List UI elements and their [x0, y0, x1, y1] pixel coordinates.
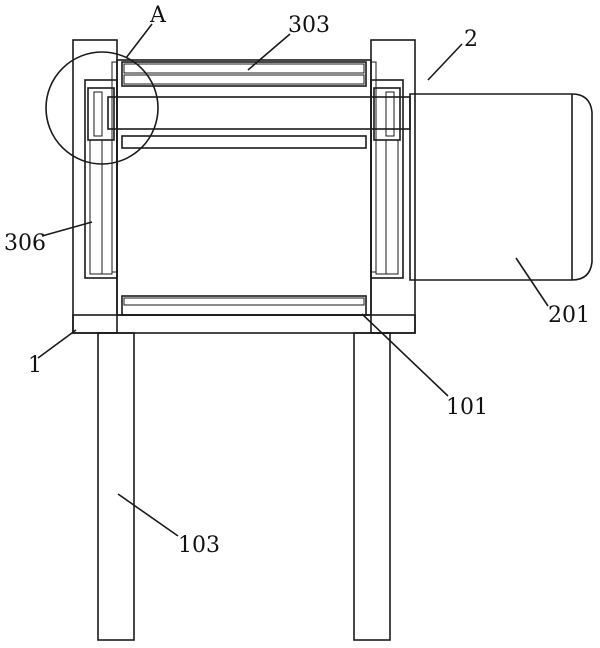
leader-103 — [117, 493, 179, 537]
left-leg — [97, 332, 135, 641]
right-leg — [353, 332, 391, 641]
top-roller-dots — [123, 63, 365, 74]
frame-cavity — [116, 59, 372, 316]
leader-2 — [427, 43, 463, 81]
reference-labels: A 303 2 306 201 1 101 103 — [4, 3, 590, 558]
motor-housing — [409, 93, 593, 281]
left-slider-core — [93, 91, 103, 137]
left-spring-inner — [101, 139, 113, 275]
frame-left-wall — [72, 39, 118, 334]
motor-body — [409, 93, 593, 281]
springs — [89, 139, 399, 275]
top-roller-hatch — [123, 74, 365, 85]
right-slider-core — [385, 91, 395, 137]
leader-201 — [515, 257, 549, 307]
leader-101 — [361, 313, 449, 397]
leader-303 — [247, 33, 291, 71]
left-slider — [87, 87, 115, 141]
label-1: 1 — [28, 353, 42, 378]
right-spring-inner — [375, 139, 387, 275]
leader-a — [125, 23, 153, 59]
right-spring-outer — [385, 139, 399, 275]
frame-right-wall — [370, 39, 416, 334]
main-shaft — [107, 96, 411, 130]
label-2: 2 — [464, 27, 478, 52]
bottom-pad — [121, 295, 367, 316]
label-a: A — [149, 3, 167, 28]
left-spring-outer — [89, 139, 103, 275]
right-guide-rod — [370, 61, 377, 273]
shaft — [107, 96, 411, 149]
sliders — [87, 87, 401, 141]
left-guide-rod — [111, 61, 118, 273]
right-slider — [373, 87, 401, 141]
lower-roller — [121, 135, 367, 149]
leader-1 — [37, 329, 77, 359]
frame-bottom — [72, 314, 416, 334]
leader-lines — [37, 23, 549, 537]
top-roller — [121, 61, 367, 87]
bottom-pad-body — [121, 295, 367, 316]
label-306: 306 — [4, 231, 46, 256]
label-303: 303 — [288, 13, 330, 38]
detail-circle-a — [45, 51, 159, 165]
legs — [97, 332, 391, 641]
bottom-pad-dots — [123, 297, 365, 306]
label-103: 103 — [178, 533, 220, 558]
label-201: 201 — [548, 303, 590, 328]
label-101: 101 — [446, 395, 488, 420]
leader-306 — [41, 221, 93, 237]
guide-rods — [111, 61, 377, 273]
top-roller-body — [121, 61, 367, 87]
